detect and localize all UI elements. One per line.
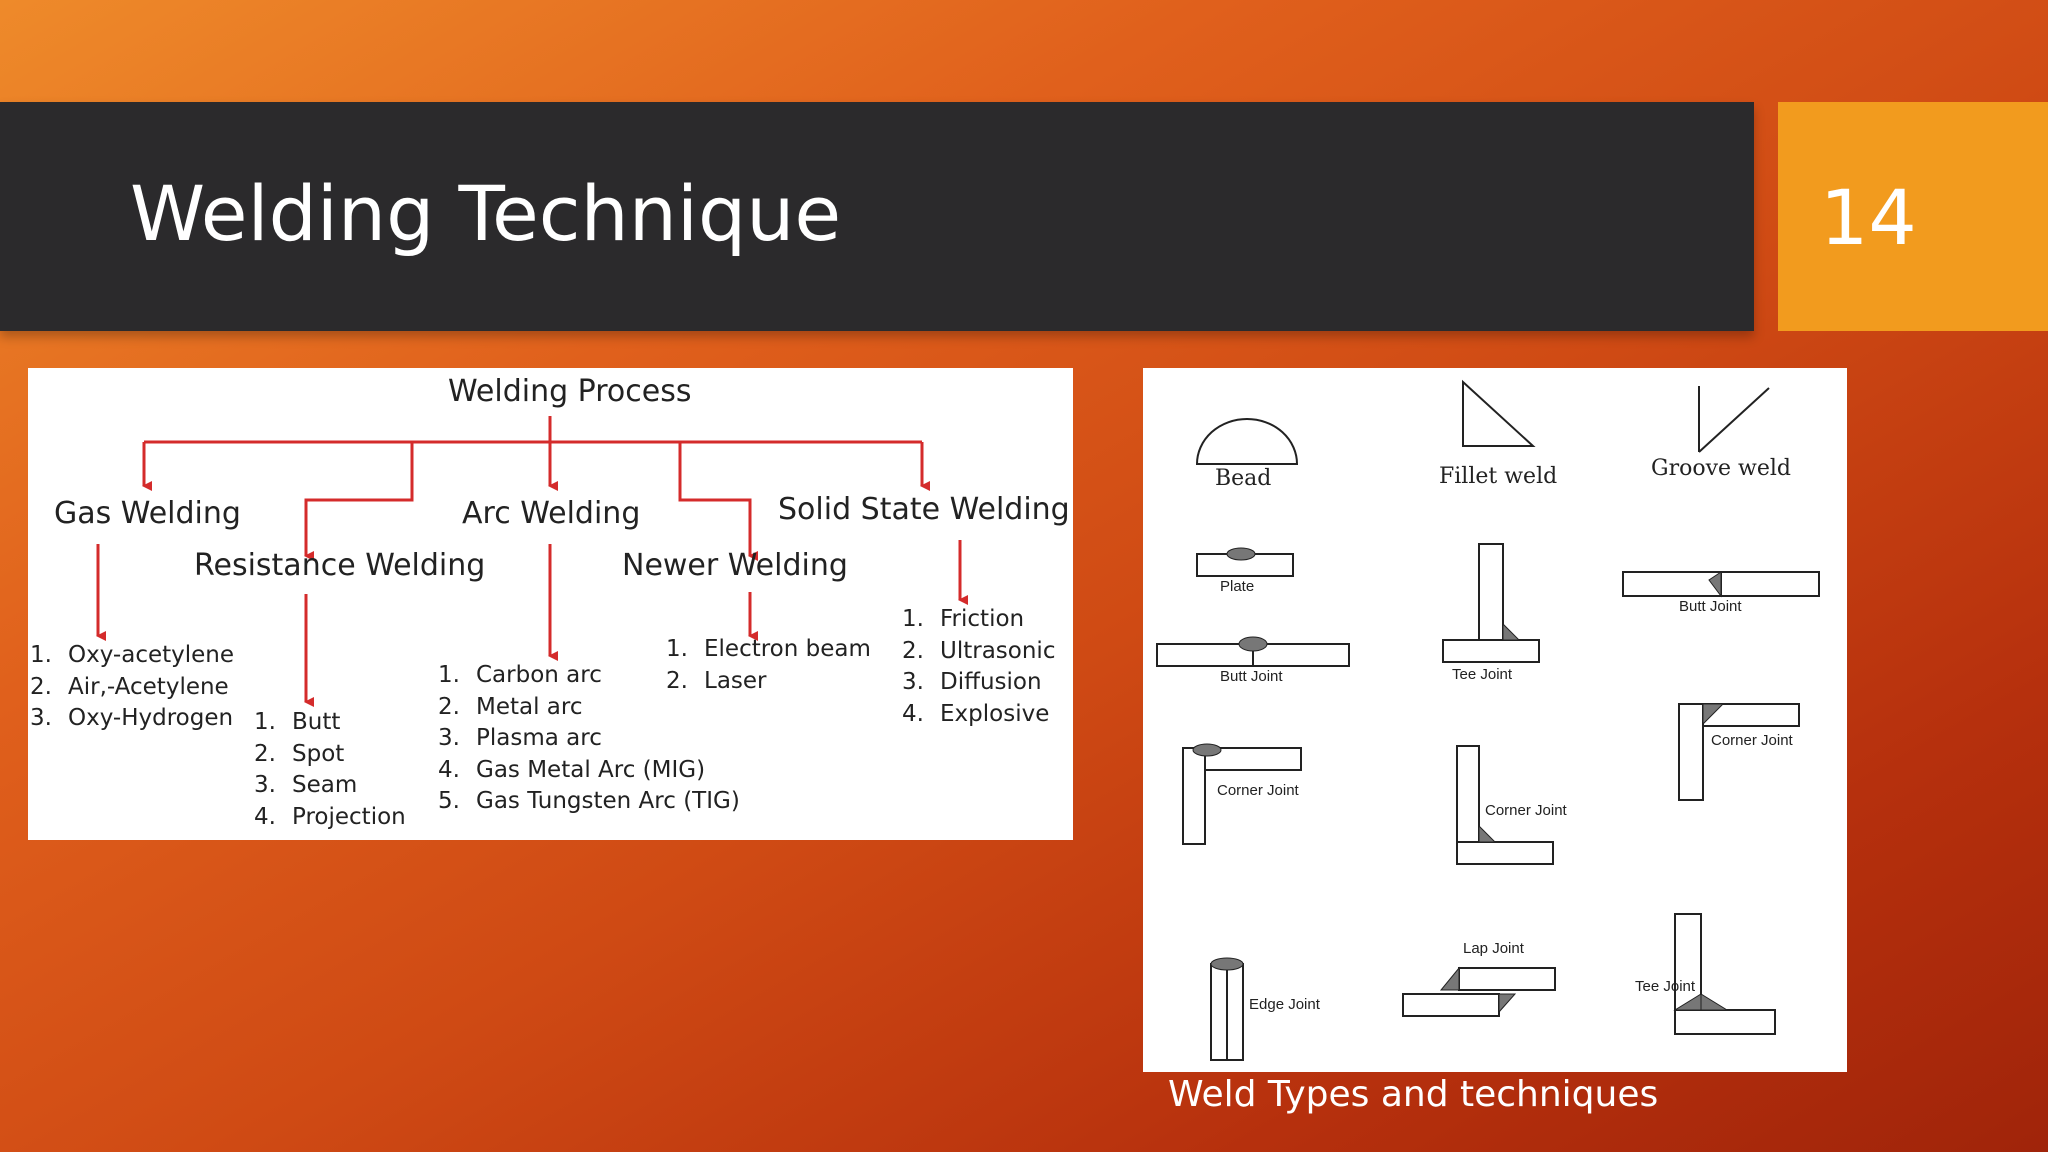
list-item: 3.Seam xyxy=(254,772,358,798)
tee-joint-label-center: Tee Joint xyxy=(1452,666,1513,683)
list-item: 3.Diffusion xyxy=(902,669,1042,695)
resistance-welding-node: Resistance Welding xyxy=(194,548,486,583)
fillet-weld-shape xyxy=(1462,379,1536,447)
corner-joint-label-left: Corner Joint xyxy=(1217,782,1299,799)
newer-welding-list: 1.Electron beam 2.Laser xyxy=(666,634,871,697)
list-item: 1.Oxy-acetylene xyxy=(30,642,235,668)
slide-number-box: 14 xyxy=(1778,102,2048,331)
weld-types-diagram: Bead Fillet weld Groove weld Plate Butt … xyxy=(1143,368,1847,1072)
list-item: 2.Metal arc xyxy=(438,693,583,720)
tee-joint-label-right: Tee Joint xyxy=(1635,978,1696,995)
plate-label: Plate xyxy=(1220,578,1255,595)
list-item: 4.Projection xyxy=(254,803,406,830)
corner-joint-label-right: Corner Joint xyxy=(1711,732,1793,749)
list-item: 1.Friction xyxy=(902,606,1025,632)
slide-number: 14 xyxy=(1820,173,1917,262)
list-item: 3.Oxy-Hydrogen xyxy=(30,705,234,731)
bead-shape xyxy=(1195,418,1299,465)
lap-joint-label: Lap Joint xyxy=(1463,940,1524,957)
process-arrows xyxy=(96,416,968,707)
slide-title: Welding Technique xyxy=(130,169,842,258)
list-item: 5.Gas Tungsten Arc (TIG) xyxy=(438,788,740,814)
list-item: 1.Butt xyxy=(254,709,341,735)
groove-weld-shape xyxy=(1698,386,1770,453)
welding-process-diagram: Welding Process Gas Welding Resistance W… xyxy=(28,368,1073,840)
fillet-weld-label: Fillet weld xyxy=(1439,464,1558,489)
weld-joint-drawings xyxy=(1156,379,1820,1061)
list-item: 4.Explosive xyxy=(902,700,1050,727)
arc-welding-list: 1.Carbon arc 2.Metal arc 3.Plasma arc 4.… xyxy=(438,660,740,818)
butt-joint-label-left: Butt Joint xyxy=(1220,668,1283,685)
bead-label: Bead xyxy=(1215,466,1272,491)
newer-welding-node: Newer Welding xyxy=(622,548,848,583)
gas-welding-node: Gas Welding xyxy=(54,496,241,531)
groove-weld-label: Groove weld xyxy=(1651,456,1791,481)
list-item: 2.Ultrasonic xyxy=(902,637,1056,664)
list-item: 2.Laser xyxy=(666,667,767,694)
resistance-welding-list: 1.Butt 2.Spot 3.Seam 4.Projection xyxy=(254,707,406,833)
list-item: 1.Electron beam xyxy=(666,636,871,662)
gas-welding-list: 1.Oxy-acetylene 2.Air,-Acetylene 3.Oxy-H… xyxy=(30,640,234,735)
arc-welding-node: Arc Welding xyxy=(462,496,641,531)
solid-state-welding-list: 1.Friction 2.Ultrasonic 3.Diffusion 4.Ex… xyxy=(902,604,1055,730)
solid-state-welding-node: Solid State Welding xyxy=(778,492,1070,527)
list-item: 2.Air,-Acetylene xyxy=(30,673,229,700)
list-item: 3.Plasma arc xyxy=(438,725,602,751)
edge-joint-label: Edge Joint xyxy=(1249,996,1320,1013)
weld-types-caption: Weld Types and techniques xyxy=(1168,1074,1659,1115)
list-item: 2.Spot xyxy=(254,740,345,767)
corner-joint-label-center: Corner Joint xyxy=(1485,802,1567,819)
list-item: 4.Gas Metal Arc (MIG) xyxy=(438,756,706,783)
process-root: Welding Process xyxy=(448,374,692,409)
list-item: 1.Carbon arc xyxy=(438,662,602,688)
butt-joint-label-right: Butt Joint xyxy=(1679,598,1742,615)
title-bar: Welding Technique xyxy=(0,102,1754,331)
